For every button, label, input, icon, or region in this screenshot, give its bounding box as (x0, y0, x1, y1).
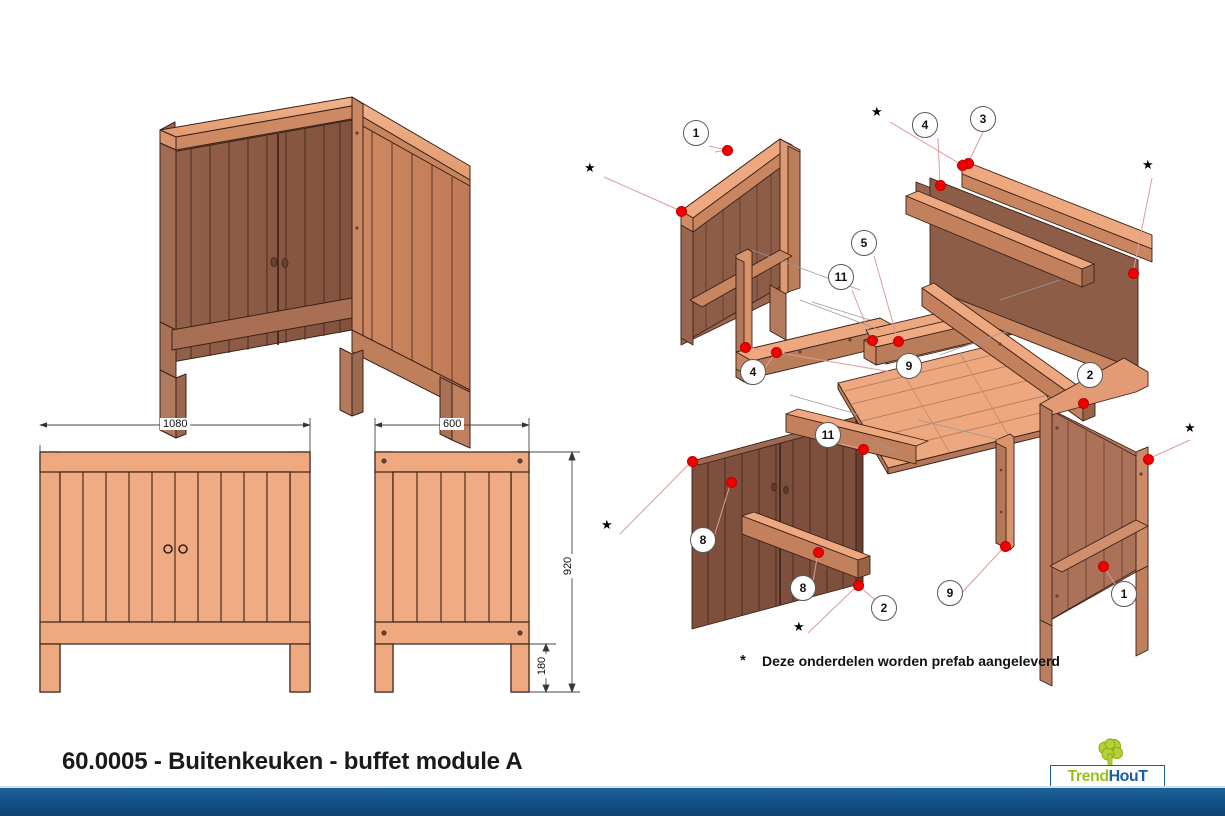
balloon-callout-8[interactable]: 8 (690, 527, 716, 553)
balloon-callout-8[interactable]: 8 (790, 575, 816, 601)
prefab-asterisk-icon: ★ (1142, 158, 1154, 173)
prefab-point-marker (676, 206, 687, 217)
balloon-callout-4[interactable]: 4 (912, 112, 938, 138)
balloon-callout-5[interactable]: 5 (851, 230, 877, 256)
connection-point-marker (867, 335, 878, 346)
prefab-point-marker (687, 456, 698, 467)
tree-icon (1098, 738, 1123, 769)
balloon-callout-2[interactable]: 2 (871, 595, 897, 621)
prefab-asterisk-icon: ★ (871, 105, 883, 120)
logo-wordmark: TrendHouT (1050, 765, 1165, 789)
connection-point-marker (813, 547, 824, 558)
footer-bar (0, 788, 1225, 816)
logo-text-hout: HouT (1108, 768, 1148, 785)
balloon-callout-4[interactable]: 4 (740, 359, 766, 385)
dimension-leg-height: 180 (536, 653, 549, 679)
balloon-callout-9[interactable]: 9 (937, 580, 963, 606)
note-text: Deze onderdelen worden prefab aangelever… (762, 653, 1060, 669)
balloon-callout-1[interactable]: 1 (683, 120, 709, 146)
prefab-point-marker (853, 580, 864, 591)
connection-point-marker (1078, 398, 1089, 409)
prefab-asterisk-icon: ★ (1184, 421, 1196, 436)
connection-point-marker (858, 444, 869, 455)
logo-text-trend: Trend (1067, 768, 1110, 785)
connection-point-marker (771, 347, 782, 358)
dimension-depth: 600 (440, 418, 465, 430)
connection-point-marker (893, 336, 904, 347)
connection-point-marker (726, 477, 737, 488)
connection-point-marker (1098, 561, 1109, 572)
page-title: 60.0005 - Buitenkeuken - buffet module A (62, 748, 523, 775)
brand-logo[interactable]: TrendHouT (1043, 736, 1173, 792)
prefab-point-marker (957, 160, 968, 171)
connection-point-marker (935, 180, 946, 191)
balloon-callout-11[interactable]: 11 (828, 264, 854, 290)
prefab-asterisk-icon: ★ (584, 161, 596, 176)
balloon-callout-1[interactable]: 1 (1111, 581, 1137, 607)
balloon-callout-9[interactable]: 9 (896, 353, 922, 379)
balloon-callout-2[interactable]: 2 (1077, 362, 1103, 388)
prefab-point-marker (1143, 454, 1154, 465)
prefab-asterisk-icon: ★ (601, 518, 613, 533)
note-asterisk: * (740, 652, 746, 669)
connection-point-marker (722, 145, 733, 156)
connection-point-marker (1000, 541, 1011, 552)
dimension-height: 920 (562, 553, 575, 579)
balloon-callout-11[interactable]: 11 (815, 422, 841, 448)
dimension-width: 1080 (160, 418, 191, 430)
balloon-callout-3[interactable]: 3 (970, 106, 996, 132)
prefab-point-marker (1128, 268, 1139, 279)
prefab-asterisk-icon: ★ (793, 620, 805, 635)
connection-point-marker (740, 342, 751, 353)
footer-divider (0, 786, 1225, 788)
